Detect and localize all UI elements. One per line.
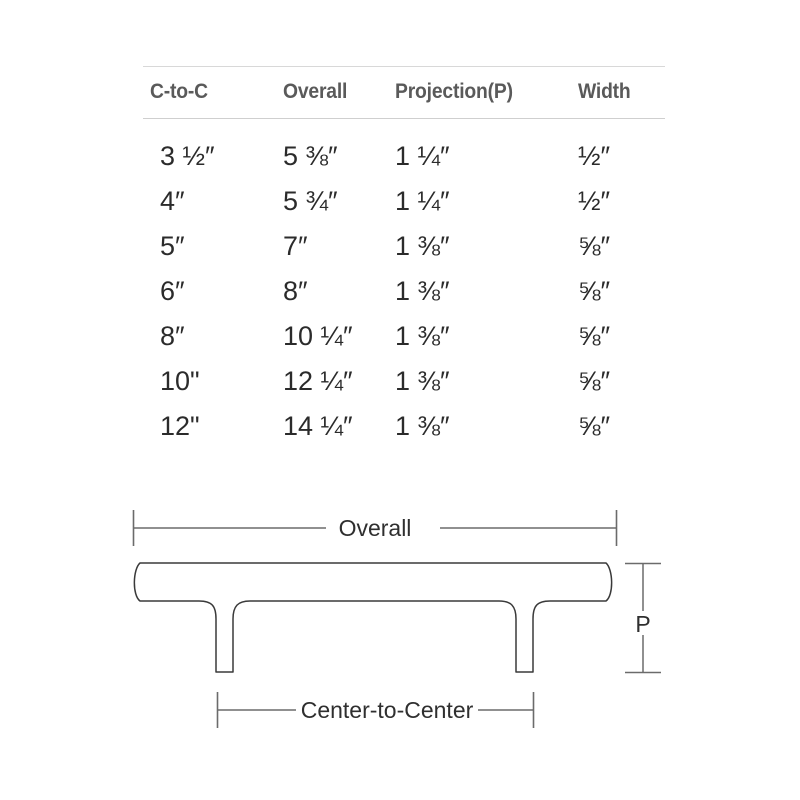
cell-width: ⅝″ xyxy=(578,411,611,441)
table-header-row: C-to-C Overall Projection(P) Width xyxy=(143,67,665,118)
table-row: 12" 14 ¼″ 1 ⅜″ ⅝″ xyxy=(143,409,665,454)
cell-width: ½″ xyxy=(578,186,611,216)
overall-dimension: Overall xyxy=(132,510,618,546)
handle-profile-outline xyxy=(133,562,613,673)
cell-overall: 7″ xyxy=(283,231,308,261)
column-header-c-to-c: C-to-C xyxy=(150,80,208,103)
table-top-rule xyxy=(143,66,665,67)
table-header-rule xyxy=(143,118,665,119)
cell-projection: 1 ⅜″ xyxy=(395,411,450,441)
center-to-center-dimension: Center-to-Center xyxy=(216,692,535,728)
table-row: 10" 12 ¼″ 1 ⅜″ ⅝″ xyxy=(143,364,665,409)
cell-projection: 1 ¼″ xyxy=(395,186,450,216)
cell-c-to-c: 6″ xyxy=(160,276,185,306)
center-to-center-label: Center-to-Center xyxy=(301,697,474,723)
cell-overall: 12 ¼″ xyxy=(283,366,353,396)
cell-width: ½″ xyxy=(578,141,611,171)
column-header-projection: Projection(P) xyxy=(395,80,513,103)
table-row: 3 ½″ 5 ⅜″ 1 ¼″ ½″ xyxy=(143,139,665,184)
handle-technical-drawing: Overall P Center-to-Center xyxy=(0,480,800,750)
cell-overall: 5 ¾″ xyxy=(283,186,338,216)
table-row: 4″ 5 ¾″ 1 ¼″ ½″ xyxy=(143,184,665,229)
cell-overall: 10 ¼″ xyxy=(283,321,353,351)
dimensions-table: C-to-C Overall Projection(P) Width 3 ½″ … xyxy=(143,66,665,454)
cell-c-to-c: 5″ xyxy=(160,231,185,261)
cell-c-to-c: 12" xyxy=(160,411,200,441)
cell-width: ⅝″ xyxy=(578,321,611,351)
projection-dimension: P xyxy=(625,562,661,674)
cell-overall: 8″ xyxy=(283,276,308,306)
cell-overall: 5 ⅜″ xyxy=(283,141,338,171)
cell-width: ⅝″ xyxy=(578,231,611,261)
cell-overall: 14 ¼″ xyxy=(283,411,353,441)
cell-projection: 1 ⅜″ xyxy=(395,276,450,306)
cell-c-to-c: 8″ xyxy=(160,321,185,351)
table-row: 5″ 7″ 1 ⅜″ ⅝″ xyxy=(143,229,665,274)
cell-width: ⅝″ xyxy=(578,276,611,306)
table-row: 6″ 8″ 1 ⅜″ ⅝″ xyxy=(143,274,665,319)
cell-c-to-c: 3 ½″ xyxy=(160,141,215,171)
column-header-overall: Overall xyxy=(283,80,348,103)
projection-dimension-label: P xyxy=(635,611,650,637)
cell-c-to-c: 10" xyxy=(160,366,200,396)
cell-projection: 1 ⅜″ xyxy=(395,321,450,351)
overall-dimension-label: Overall xyxy=(339,515,412,541)
cell-projection: 1 ⅜″ xyxy=(395,231,450,261)
cell-projection: 1 ¼″ xyxy=(395,141,450,171)
column-header-width: Width xyxy=(578,80,631,103)
cell-width: ⅝″ xyxy=(578,366,611,396)
table-row: 8″ 10 ¼″ 1 ⅜″ ⅝″ xyxy=(143,319,665,364)
table-body: 3 ½″ 5 ⅜″ 1 ¼″ ½″ 4″ 5 ¾″ 1 ¼″ ½″ 5″ 7″ … xyxy=(143,139,665,454)
cell-projection: 1 ⅜″ xyxy=(395,366,450,396)
cell-c-to-c: 4″ xyxy=(160,186,185,216)
